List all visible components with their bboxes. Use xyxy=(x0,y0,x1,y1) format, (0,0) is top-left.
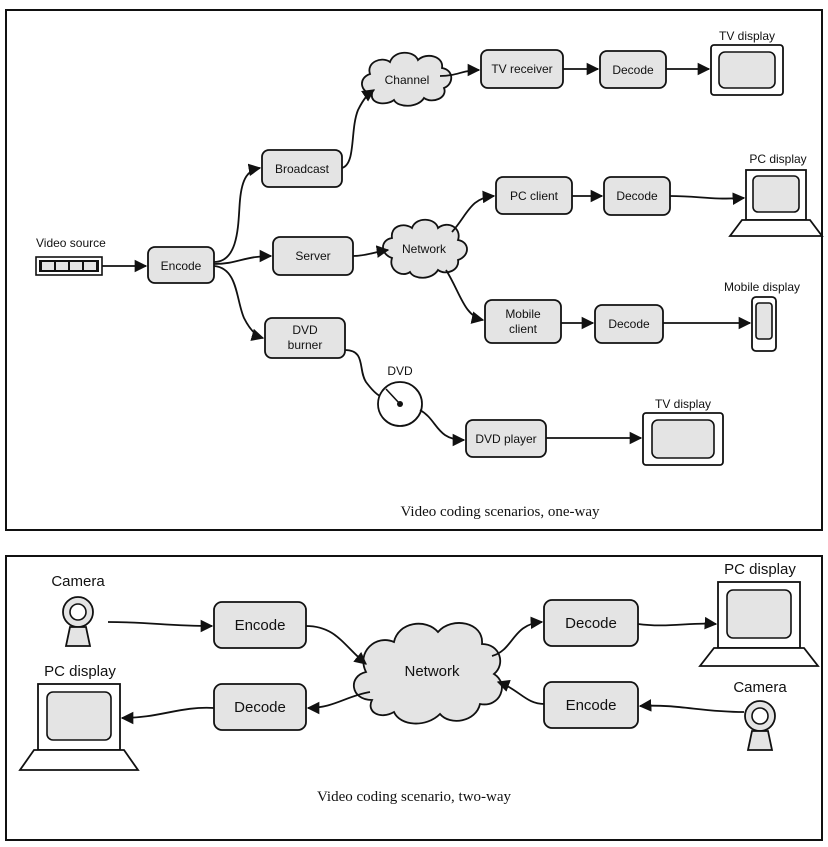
encode-box: Encode xyxy=(147,246,215,284)
arrow-dvd-to-dvd-player xyxy=(419,409,466,447)
encode-label-right: Encode xyxy=(566,697,617,714)
pc-client-label: PC client xyxy=(510,189,559,203)
dvd-player-box: DVD player xyxy=(465,419,547,458)
tv-receiver-box: TV receiver xyxy=(480,49,564,89)
decode-label-right: Decode xyxy=(565,615,617,632)
mobile-display-label: Mobile display xyxy=(724,280,800,294)
decode-box-left: Decode xyxy=(213,683,307,731)
decode-box-tv: Decode xyxy=(599,50,667,89)
channel-label: Channel xyxy=(385,73,430,87)
decode-label-mobile: Decode xyxy=(608,317,650,331)
tv-receiver-label: TV receiver xyxy=(491,62,552,76)
encode-box-right: Encode xyxy=(543,681,639,729)
arrow-encode-to-dvd-burner xyxy=(213,265,265,341)
pc-display-label-right: PC display xyxy=(724,561,796,578)
network-cloud-one-way: Network xyxy=(382,218,468,279)
camera-icon-right xyxy=(744,700,776,751)
broadcast-label: Broadcast xyxy=(275,162,330,176)
arrow-decode-right-to-pc-display xyxy=(637,616,718,630)
encode-box-left: Encode xyxy=(213,601,307,649)
decode-box-pc: Decode xyxy=(603,176,671,216)
arrow-channel-to-tv-receiver xyxy=(439,63,481,77)
decode-label-tv: Decode xyxy=(612,63,654,77)
network-label-one-way: Network xyxy=(402,242,447,256)
two-way-connectors xyxy=(107,616,745,725)
tv-display-icon-bottom xyxy=(642,412,724,466)
dvd-label: DVD xyxy=(387,364,413,378)
camera-label-right: Camera xyxy=(733,679,787,696)
arrow-server-to-network xyxy=(352,245,390,258)
arrow-decode-to-pc-display xyxy=(669,192,746,205)
encode-label-left: Encode xyxy=(235,617,286,634)
server-label: Server xyxy=(295,249,330,263)
one-way-caption: Video coding scenarios, one-way xyxy=(400,504,600,520)
tv-display-icon-top xyxy=(710,44,784,96)
video-source-label: Video source xyxy=(36,236,106,250)
arrow-camera-to-encode-right xyxy=(638,699,745,713)
dvd-disc-icon xyxy=(377,381,423,427)
arrow-camera-to-encode-left xyxy=(107,619,214,633)
arrow-decode-left-to-pc-display xyxy=(120,706,215,725)
pc-display-icon xyxy=(728,169,824,237)
dvd-burner-label-2: burner xyxy=(288,338,323,352)
tv-display-label-top: TV display xyxy=(719,29,775,43)
mobile-client-label-2: client xyxy=(509,322,538,336)
broadcast-box: Broadcast xyxy=(261,149,343,188)
line-dvd-burner-to-dvd xyxy=(344,349,381,397)
arrow-encode-left-to-network xyxy=(305,625,367,665)
arrow-network-to-mobile-client xyxy=(445,269,485,324)
decode-label-left: Decode xyxy=(234,699,286,716)
decode-box-right: Decode xyxy=(543,599,639,647)
mobile-display-icon xyxy=(751,296,777,352)
arrow-encode-right-to-network xyxy=(496,679,545,705)
decode-box-mobile: Decode xyxy=(594,304,664,344)
arrow-network-to-pc-client xyxy=(451,190,496,233)
network-cloud-two-way: Network xyxy=(352,622,503,725)
tv-display-label-bottom: TV display xyxy=(655,397,711,411)
arrow-network-to-decode-right xyxy=(491,616,544,657)
mobile-client-box: Mobile client xyxy=(484,299,562,344)
arrow-broadcast-to-channel xyxy=(341,89,376,169)
camera-label-left: Camera xyxy=(51,573,105,590)
encode-label: Encode xyxy=(161,259,202,273)
mobile-client-label-1: Mobile xyxy=(505,307,541,321)
pc-display-icon-right xyxy=(698,581,820,667)
network-label-two-way: Network xyxy=(404,663,460,680)
dvd-burner-label-1: DVD xyxy=(292,323,318,337)
arrow-encode-to-broadcast xyxy=(213,163,262,263)
pc-display-label: PC display xyxy=(749,152,806,166)
server-box: Server xyxy=(272,236,354,276)
pc-client-box: PC client xyxy=(495,176,573,215)
pc-display-icon-left xyxy=(18,683,140,771)
one-way-connectors xyxy=(102,62,752,447)
arrow-network-to-decode-left xyxy=(306,691,371,715)
camera-icon-left xyxy=(62,596,94,647)
arrow-encode-to-server xyxy=(213,249,273,265)
two-way-caption: Video coding scenario, two-way xyxy=(317,789,512,805)
channel-cloud: Channel xyxy=(361,51,453,107)
decode-label-pc: Decode xyxy=(616,189,658,203)
pc-display-label-left: PC display xyxy=(44,663,116,680)
video-source-icon xyxy=(35,256,103,276)
dvd-burner-box: DVD burner xyxy=(264,317,346,359)
dvd-player-label: DVD player xyxy=(475,432,536,446)
